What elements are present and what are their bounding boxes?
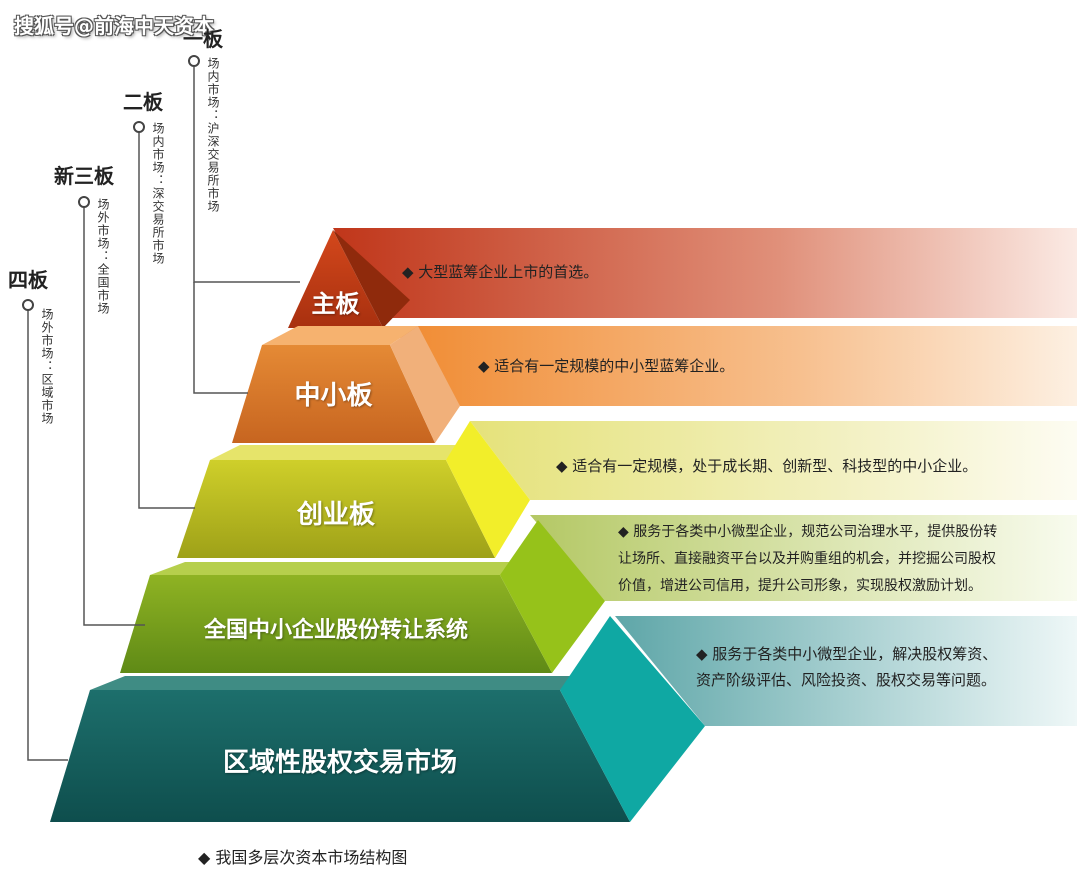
- level-3-label: 创业板: [296, 500, 375, 530]
- level-3-face: [177, 460, 495, 558]
- band-2: [390, 326, 1077, 406]
- tier-market-3: 场外市场：全国市场: [96, 198, 110, 315]
- desc-line: ◆ 适合有一定规模，处于成长期、创新型、科技型的中小企业。: [556, 457, 978, 475]
- connector-tier-1b: [193, 282, 248, 394]
- level-1-label: 主板: [311, 290, 360, 318]
- band-3: [470, 421, 1077, 500]
- tier-title-2: 二板: [123, 90, 163, 114]
- watermark: 搜狐号@前海中天资本: [14, 14, 214, 38]
- desc-line: 资产阶级评估、风险投资、股权交易等问题。: [696, 671, 997, 689]
- tier-market-2: 场内市场：深交易所市场: [151, 122, 165, 265]
- figure-caption: ◆ 我国多层次资本市场结构图: [198, 848, 408, 867]
- connector-dot-3: [78, 196, 90, 208]
- tier-market-4: 场外市场：区域市场: [40, 308, 54, 425]
- level-5-face: [50, 690, 630, 822]
- level-5-side: [560, 616, 705, 822]
- desc-line: 价值，增进公司信用，提升公司形象，实现股权激励计划。: [618, 578, 982, 594]
- tier-market-1: 场内市场：沪深交易所市场: [206, 57, 220, 213]
- level-4-label: 全国中小企业股份转让系统: [203, 618, 468, 643]
- tier-title-4: 四板: [8, 268, 48, 292]
- level-1-face: [288, 230, 383, 328]
- level-2-desc: ◆ 适合有一定规模的中小型蓝筹企业。: [478, 353, 734, 379]
- band-4: [530, 515, 1077, 601]
- tier-title-3: 新三板: [54, 164, 114, 188]
- level-3-desc: ◆ 适合有一定规模，处于成长期、创新型、科技型的中小企业。: [556, 453, 977, 479]
- level-4-face: [120, 575, 552, 673]
- connector-tier-3: [83, 207, 145, 626]
- connector-dot-2: [133, 121, 145, 133]
- level-5-top: [90, 676, 610, 690]
- level-2-face: [232, 345, 435, 443]
- desc-line: ◆ 服务于各类中小微型企业，规范公司治理水平，提供股份转: [618, 524, 998, 540]
- tier-title-1: 一板: [183, 27, 223, 51]
- connector-dot-1: [188, 55, 200, 67]
- connector-dot-4: [22, 299, 34, 311]
- level-5-desc: ◆ 服务于各类中小微型企业，解决股权筹资、 资产阶级评估、风险投资、股权交易等问…: [696, 641, 997, 693]
- desc-line: ◆ 大型蓝筹企业上市的首选。: [402, 263, 599, 281]
- level-2-top: [262, 326, 418, 345]
- band-1: [333, 228, 1077, 318]
- level-5-label: 区域性股权交易市场: [222, 748, 457, 778]
- level-3-side: [446, 421, 530, 558]
- desc-line: ◆ 适合有一定规模的中小型蓝筹企业。: [478, 357, 735, 375]
- level-3-top: [210, 445, 470, 460]
- desc-line: ◆ 服务于各类中小微型企业，解决股权筹资、: [696, 645, 998, 663]
- level-2-side: [390, 326, 460, 443]
- level-4-top: [150, 562, 538, 575]
- level-2-label: 中小板: [294, 381, 373, 411]
- level-1-side: [333, 230, 410, 328]
- desc-line: 让场所、直接融资平台以及并购重组的机会，并挖掘公司股权: [618, 551, 996, 567]
- level-4-desc: ◆ 服务于各类中小微型企业，规范公司治理水平，提供股份转 让场所、直接融资平台以…: [618, 519, 997, 600]
- band-5: [615, 616, 1077, 726]
- connector-tier-2: [138, 131, 195, 509]
- connector-tier-4: [27, 310, 68, 761]
- level-4-side: [500, 520, 605, 673]
- level-1-desc: ◆ 大型蓝筹企业上市的首选。: [402, 259, 598, 285]
